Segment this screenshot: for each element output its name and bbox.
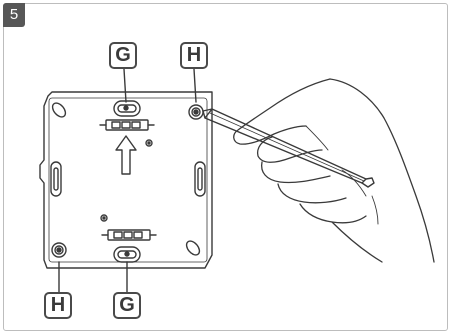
- marker-dot-top: [145, 139, 153, 147]
- side-slot-right: [194, 161, 206, 197]
- callout-label-g-top: G: [109, 42, 137, 69]
- callout-label-g-bottom: G: [113, 292, 141, 319]
- corner-slot-top-left: [51, 102, 67, 118]
- clip-bottom: [101, 229, 157, 241]
- corner-slot-bottom-right: [185, 240, 201, 256]
- clip-top: [99, 119, 155, 131]
- mounting-plate-outline: [39, 91, 213, 269]
- up-arrow-icon: [115, 135, 137, 175]
- leader-line-h-top: [193, 68, 197, 103]
- hand: [233, 78, 435, 263]
- illustration-frame: [3, 3, 448, 331]
- slot-hole-g-top: [113, 100, 141, 117]
- screw-hole-h-bottom: [51, 242, 67, 258]
- callout-label-h-top: H: [180, 42, 208, 69]
- step-number-badge: 5: [3, 3, 25, 27]
- leader-line-g-top: [123, 68, 127, 103]
- side-slot-left: [50, 161, 62, 197]
- marker-dot-bottom: [100, 214, 108, 222]
- callout-label-h-bottom: H: [44, 292, 72, 319]
- slot-hole-g-bottom: [113, 246, 141, 263]
- pencil: [202, 108, 375, 188]
